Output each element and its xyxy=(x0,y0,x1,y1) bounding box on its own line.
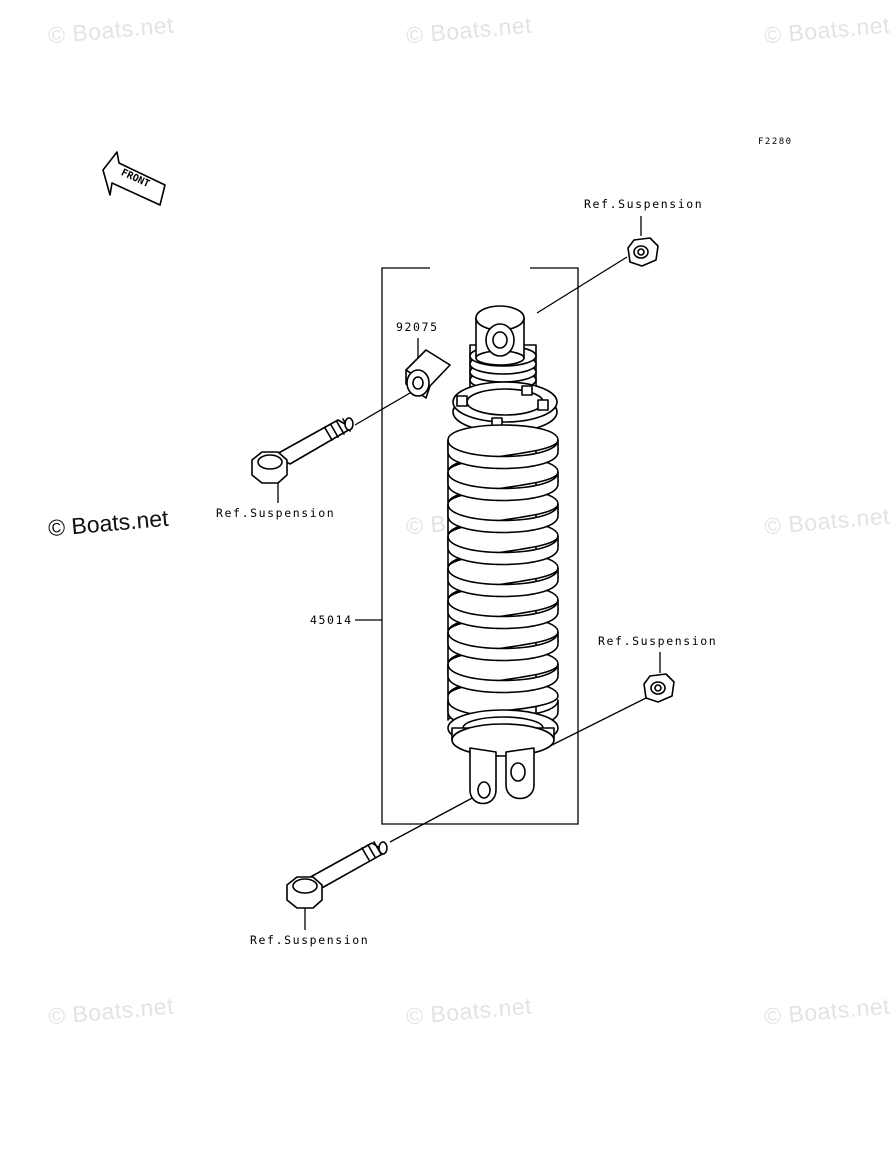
assembly-bracket xyxy=(381,267,579,825)
ref-suspension-label: Ref.Suspension xyxy=(250,933,370,947)
figure-code: F2280 xyxy=(758,137,793,147)
upper-nut-icon xyxy=(627,237,659,267)
ref-suspension-label: Ref.Suspension xyxy=(598,634,718,648)
lower-nut-icon xyxy=(643,673,675,703)
upper-bolt-icon xyxy=(251,417,354,484)
ref-suspension-label: Ref.Suspension xyxy=(216,506,336,520)
front-arrow-icon: FRONT xyxy=(102,151,166,206)
part-number-45014: 45014 xyxy=(310,613,353,627)
part-number-92075: 92075 xyxy=(396,320,439,334)
ref-suspension-label: Ref.Suspension xyxy=(584,197,704,211)
lower-bolt-icon xyxy=(286,841,388,909)
collar-icon xyxy=(405,349,451,399)
shock-absorber-icon xyxy=(447,305,559,805)
